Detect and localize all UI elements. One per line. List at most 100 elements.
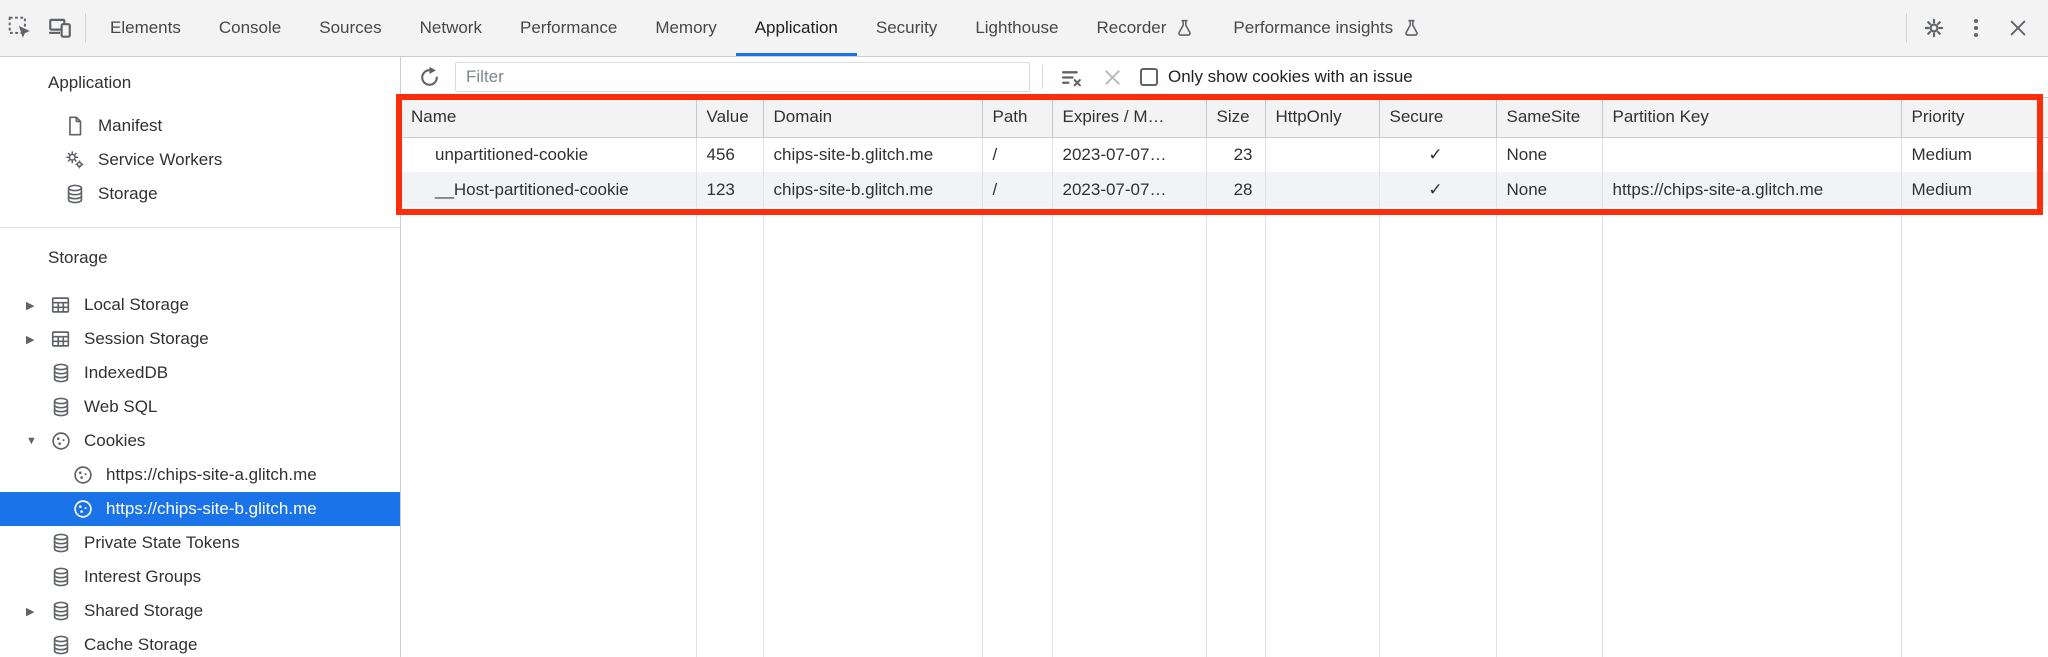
sidebar-item-label: Private State Tokens — [84, 533, 240, 552]
tab-label: Sources — [319, 18, 382, 37]
sidebar-item-cache-storage[interactable]: Cache Storage — [0, 628, 400, 657]
cell-path[interactable]: / — [981, 172, 1052, 207]
inspect-element-icon[interactable] — [0, 0, 40, 56]
sidebar-item-label: https://chips-site-b.glitch.me — [106, 499, 317, 518]
sidebar-item-cookies-chips-site-a[interactable]: https://chips-site-a.glitch.me — [0, 458, 400, 492]
clear-search-icon[interactable] — [1101, 66, 1124, 89]
sidebar-item-local-storage[interactable]: ▶ Local Storage — [0, 288, 400, 322]
table-row[interactable]: __Host-partitioned-cookie 123 chips-site… — [401, 172, 2048, 207]
cell-value[interactable]: 456 — [695, 137, 763, 172]
column-header-domain[interactable]: Domain — [762, 98, 982, 138]
tab-console[interactable]: Console — [200, 0, 300, 56]
column-header-priority[interactable]: Priority — [1900, 98, 2048, 138]
table-icon — [50, 294, 72, 316]
sidebar-item-session-storage[interactable]: ▶ Session Storage — [0, 322, 400, 356]
tab-recorder[interactable]: Recorder — [1078, 0, 1215, 56]
toggle-device-toolbar-icon[interactable] — [40, 0, 80, 56]
sidebar-item-manifest[interactable]: Manifest — [0, 109, 400, 143]
clear-filter-icon[interactable] — [1055, 65, 1087, 90]
database-icon — [50, 362, 72, 384]
tab-memory[interactable]: Memory — [636, 0, 735, 56]
column-header-expires[interactable]: Expires / M… — [1051, 98, 1206, 138]
issue-checkbox-label[interactable]: Only show cookies with an issue — [1168, 67, 1413, 86]
service-workers-gears-icon — [64, 149, 86, 171]
cell-httponly[interactable] — [1264, 137, 1379, 172]
cell-samesite[interactable]: None — [1495, 137, 1602, 172]
sidebar-item-shared-storage[interactable]: ▶ Shared Storage — [0, 594, 400, 628]
issue-checkbox[interactable] — [1140, 68, 1158, 86]
column-header-httponly[interactable]: HttpOnly — [1264, 98, 1379, 138]
sidebar-item-cookies-chips-site-b[interactable]: https://chips-site-b.glitch.me — [0, 492, 400, 526]
tab-label: Console — [218, 18, 282, 37]
column-header-partition-key[interactable]: Partition Key — [1601, 98, 1901, 138]
tab-application[interactable]: Application — [735, 0, 858, 56]
sidebar-section-storage: Storage — [48, 248, 108, 267]
cell-name[interactable]: __Host-partitioned-cookie — [401, 172, 696, 207]
tab-elements[interactable]: Elements — [91, 0, 200, 56]
table-row[interactable]: unpartitioned-cookie 456 chips-site-b.gl… — [401, 137, 2048, 172]
cell-secure[interactable]: ✓ — [1378, 172, 1496, 207]
cell-domain[interactable]: chips-site-b.glitch.me — [762, 137, 982, 172]
tab-label: Security — [875, 18, 938, 37]
sidebar-item-web-sql[interactable]: Web SQL — [0, 390, 400, 424]
cell-domain[interactable]: chips-site-b.glitch.me — [762, 172, 982, 207]
column-header-size[interactable]: Size — [1205, 98, 1265, 138]
tab-security[interactable]: Security — [857, 0, 956, 56]
table-icon — [50, 328, 72, 350]
sidebar-item-label: https://chips-site-a.glitch.me — [106, 465, 317, 484]
cell-partition-key[interactable]: https://chips-site-a.glitch.me — [1601, 172, 1901, 207]
cookie-icon — [50, 430, 72, 452]
table-empty-area — [401, 207, 2048, 657]
sidebar-item-label: Session Storage — [84, 329, 209, 348]
close-icon[interactable] — [1998, 17, 2038, 39]
cell-priority[interactable]: Medium — [1900, 137, 2048, 172]
column-header-samesite[interactable]: SameSite — [1495, 98, 1602, 138]
experimental-flask-icon — [1174, 18, 1195, 39]
cell-partition-key[interactable] — [1601, 137, 1901, 172]
cell-size[interactable]: 23 — [1205, 137, 1265, 172]
cell-priority[interactable]: Medium — [1900, 172, 2048, 207]
panel-tabs: Elements Console Sources Network Perform… — [91, 0, 1441, 56]
tab-performance-insights[interactable]: Performance insights — [1214, 0, 1441, 56]
cell-samesite[interactable]: None — [1495, 172, 1602, 207]
cell-path[interactable]: / — [981, 137, 1052, 172]
tab-network[interactable]: Network — [401, 0, 501, 56]
application-panel-sidebar: Application Manifest — [0, 57, 401, 657]
sidebar-item-label: IndexedDB — [84, 363, 169, 382]
sidebar-item-label: Cookies — [84, 431, 146, 450]
tab-sources[interactable]: Sources — [300, 0, 400, 56]
tab-label: Performance insights — [1233, 18, 1394, 37]
cell-secure[interactable]: ✓ — [1378, 137, 1496, 172]
cell-value[interactable]: 123 — [695, 172, 763, 207]
tab-label: Elements — [110, 18, 181, 37]
more-options-kebab-icon[interactable] — [1956, 19, 1996, 37]
sidebar-divider — [0, 227, 400, 228]
disclosure-collapsed-icon: ▶ — [26, 299, 35, 312]
sidebar-item-indexeddb[interactable]: IndexedDB — [0, 356, 400, 390]
tab-label: Recorder — [1096, 18, 1167, 37]
sidebar-item-service-workers[interactable]: Service Workers — [0, 143, 400, 177]
column-header-value[interactable]: Value — [695, 98, 763, 138]
cell-name[interactable]: unpartitioned-cookie — [435, 144, 589, 164]
sidebar-item-private-state-tokens[interactable]: Private State Tokens — [0, 526, 400, 560]
column-header-name[interactable]: Name — [401, 98, 696, 138]
sidebar-item-label: Cache Storage — [84, 635, 198, 654]
devtools-toolbar: Elements Console Sources Network Perform… — [0, 0, 2048, 57]
toolbar-separator — [1906, 13, 1907, 43]
sidebar-item-storage[interactable]: Storage — [0, 177, 400, 211]
cell-httponly[interactable] — [1264, 172, 1379, 207]
column-header-secure[interactable]: Secure — [1378, 98, 1496, 138]
column-header-path[interactable]: Path — [981, 98, 1052, 138]
tab-label: Performance — [519, 18, 618, 37]
tab-performance[interactable]: Performance — [501, 0, 636, 56]
refresh-icon[interactable] — [413, 65, 445, 90]
settings-gear-icon[interactable] — [1914, 15, 1954, 41]
sidebar-item-interest-groups[interactable]: Interest Groups — [0, 560, 400, 594]
cell-expires[interactable]: 2023-07-07… — [1051, 172, 1206, 207]
filter-input[interactable] — [455, 62, 1030, 92]
cell-expires[interactable]: 2023-07-07… — [1051, 137, 1206, 172]
sidebar-item-label: Local Storage — [84, 295, 189, 314]
sidebar-item-cookies[interactable]: ▼ Cookies — [0, 424, 400, 458]
cell-size[interactable]: 28 — [1205, 172, 1265, 207]
tab-lighthouse[interactable]: Lighthouse — [956, 0, 1077, 56]
